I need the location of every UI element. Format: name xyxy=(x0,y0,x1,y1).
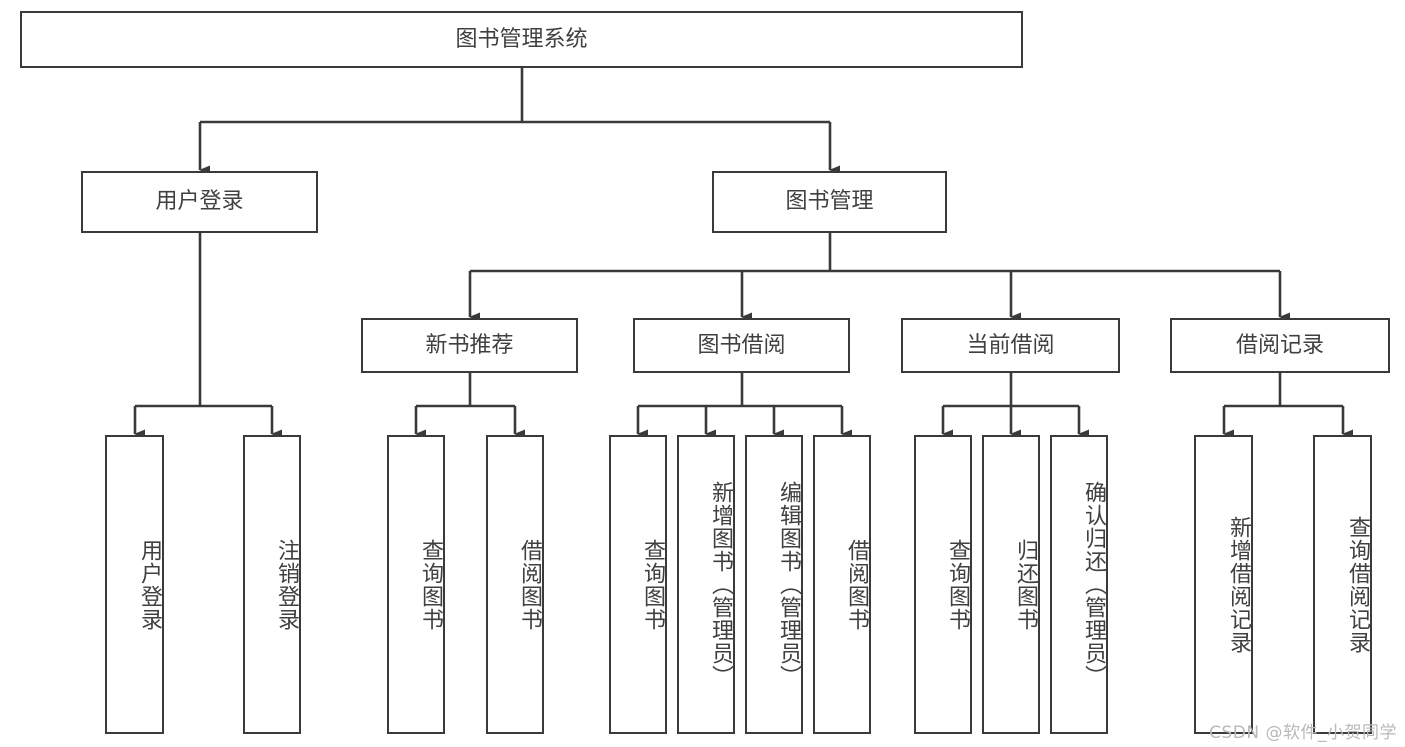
node-leaf-confirm-return-label: 确认归还（管理员） xyxy=(1081,481,1106,688)
node-new-book-recommend-label: 新书推荐 xyxy=(425,332,514,358)
node-leaf-query-book-recommend-label: 查询图书 xyxy=(418,538,443,631)
node-leaf-user-login-label: 用户登录 xyxy=(137,538,162,631)
node-leaf-edit-book-label: 编辑图书（管理员） xyxy=(776,481,801,688)
node-leaf-confirm-return[interactable]: 确认归还（管理员） xyxy=(1050,435,1108,734)
node-root-label: 图书管理系统 xyxy=(455,26,588,52)
node-leaf-query-book-current[interactable]: 查询图书 xyxy=(914,435,972,734)
node-leaf-edit-book[interactable]: 编辑图书（管理员） xyxy=(745,435,803,734)
node-book-borrow-label: 图书借阅 xyxy=(697,332,786,358)
node-leaf-add-book[interactable]: 新增图书（管理员） xyxy=(677,435,735,734)
node-current-borrow[interactable]: 当前借阅 xyxy=(901,318,1120,373)
node-new-book-recommend[interactable]: 新书推荐 xyxy=(361,318,578,373)
node-user-login[interactable]: 用户登录 xyxy=(81,171,318,233)
node-borrow-record-label: 借阅记录 xyxy=(1235,332,1324,358)
node-leaf-return-book[interactable]: 归还图书 xyxy=(982,435,1040,734)
node-leaf-borrow-book-recommend-label: 借阅图书 xyxy=(517,538,542,631)
node-leaf-borrow-book[interactable]: 借阅图书 xyxy=(813,435,871,734)
node-leaf-add-book-label: 新增图书（管理员） xyxy=(708,481,733,688)
node-leaf-logout-label: 注销登录 xyxy=(274,538,299,631)
node-leaf-add-borrow-record-label: 新增借阅记录 xyxy=(1226,515,1251,654)
node-leaf-return-book-label: 归还图书 xyxy=(1013,538,1038,631)
node-leaf-logout[interactable]: 注销登录 xyxy=(243,435,301,734)
node-leaf-query-book-recommend[interactable]: 查询图书 xyxy=(387,435,445,734)
csdn-watermark: CSDN @软件_小贺同学 xyxy=(1209,723,1397,743)
node-leaf-query-book-current-label: 查询图书 xyxy=(945,538,970,631)
node-leaf-user-login[interactable]: 用户登录 xyxy=(105,435,164,734)
node-leaf-borrow-book-label: 借阅图书 xyxy=(844,538,869,631)
node-leaf-query-book-borrow[interactable]: 查询图书 xyxy=(609,435,667,734)
node-book-management-label: 图书管理 xyxy=(785,189,874,215)
node-leaf-borrow-book-recommend[interactable]: 借阅图书 xyxy=(486,435,544,734)
node-root[interactable]: 图书管理系统 xyxy=(20,11,1023,68)
node-leaf-query-borrow-record-label: 查询借阅记录 xyxy=(1345,515,1370,654)
node-book-borrow[interactable]: 图书借阅 xyxy=(633,318,850,373)
node-borrow-record[interactable]: 借阅记录 xyxy=(1170,318,1390,373)
node-leaf-query-borrow-record[interactable]: 查询借阅记录 xyxy=(1313,435,1372,734)
node-leaf-add-borrow-record[interactable]: 新增借阅记录 xyxy=(1194,435,1253,734)
node-current-borrow-label: 当前借阅 xyxy=(966,332,1055,358)
node-leaf-query-book-borrow-label: 查询图书 xyxy=(640,538,665,631)
node-book-management[interactable]: 图书管理 xyxy=(712,171,947,233)
node-user-login-label: 用户登录 xyxy=(155,189,244,215)
